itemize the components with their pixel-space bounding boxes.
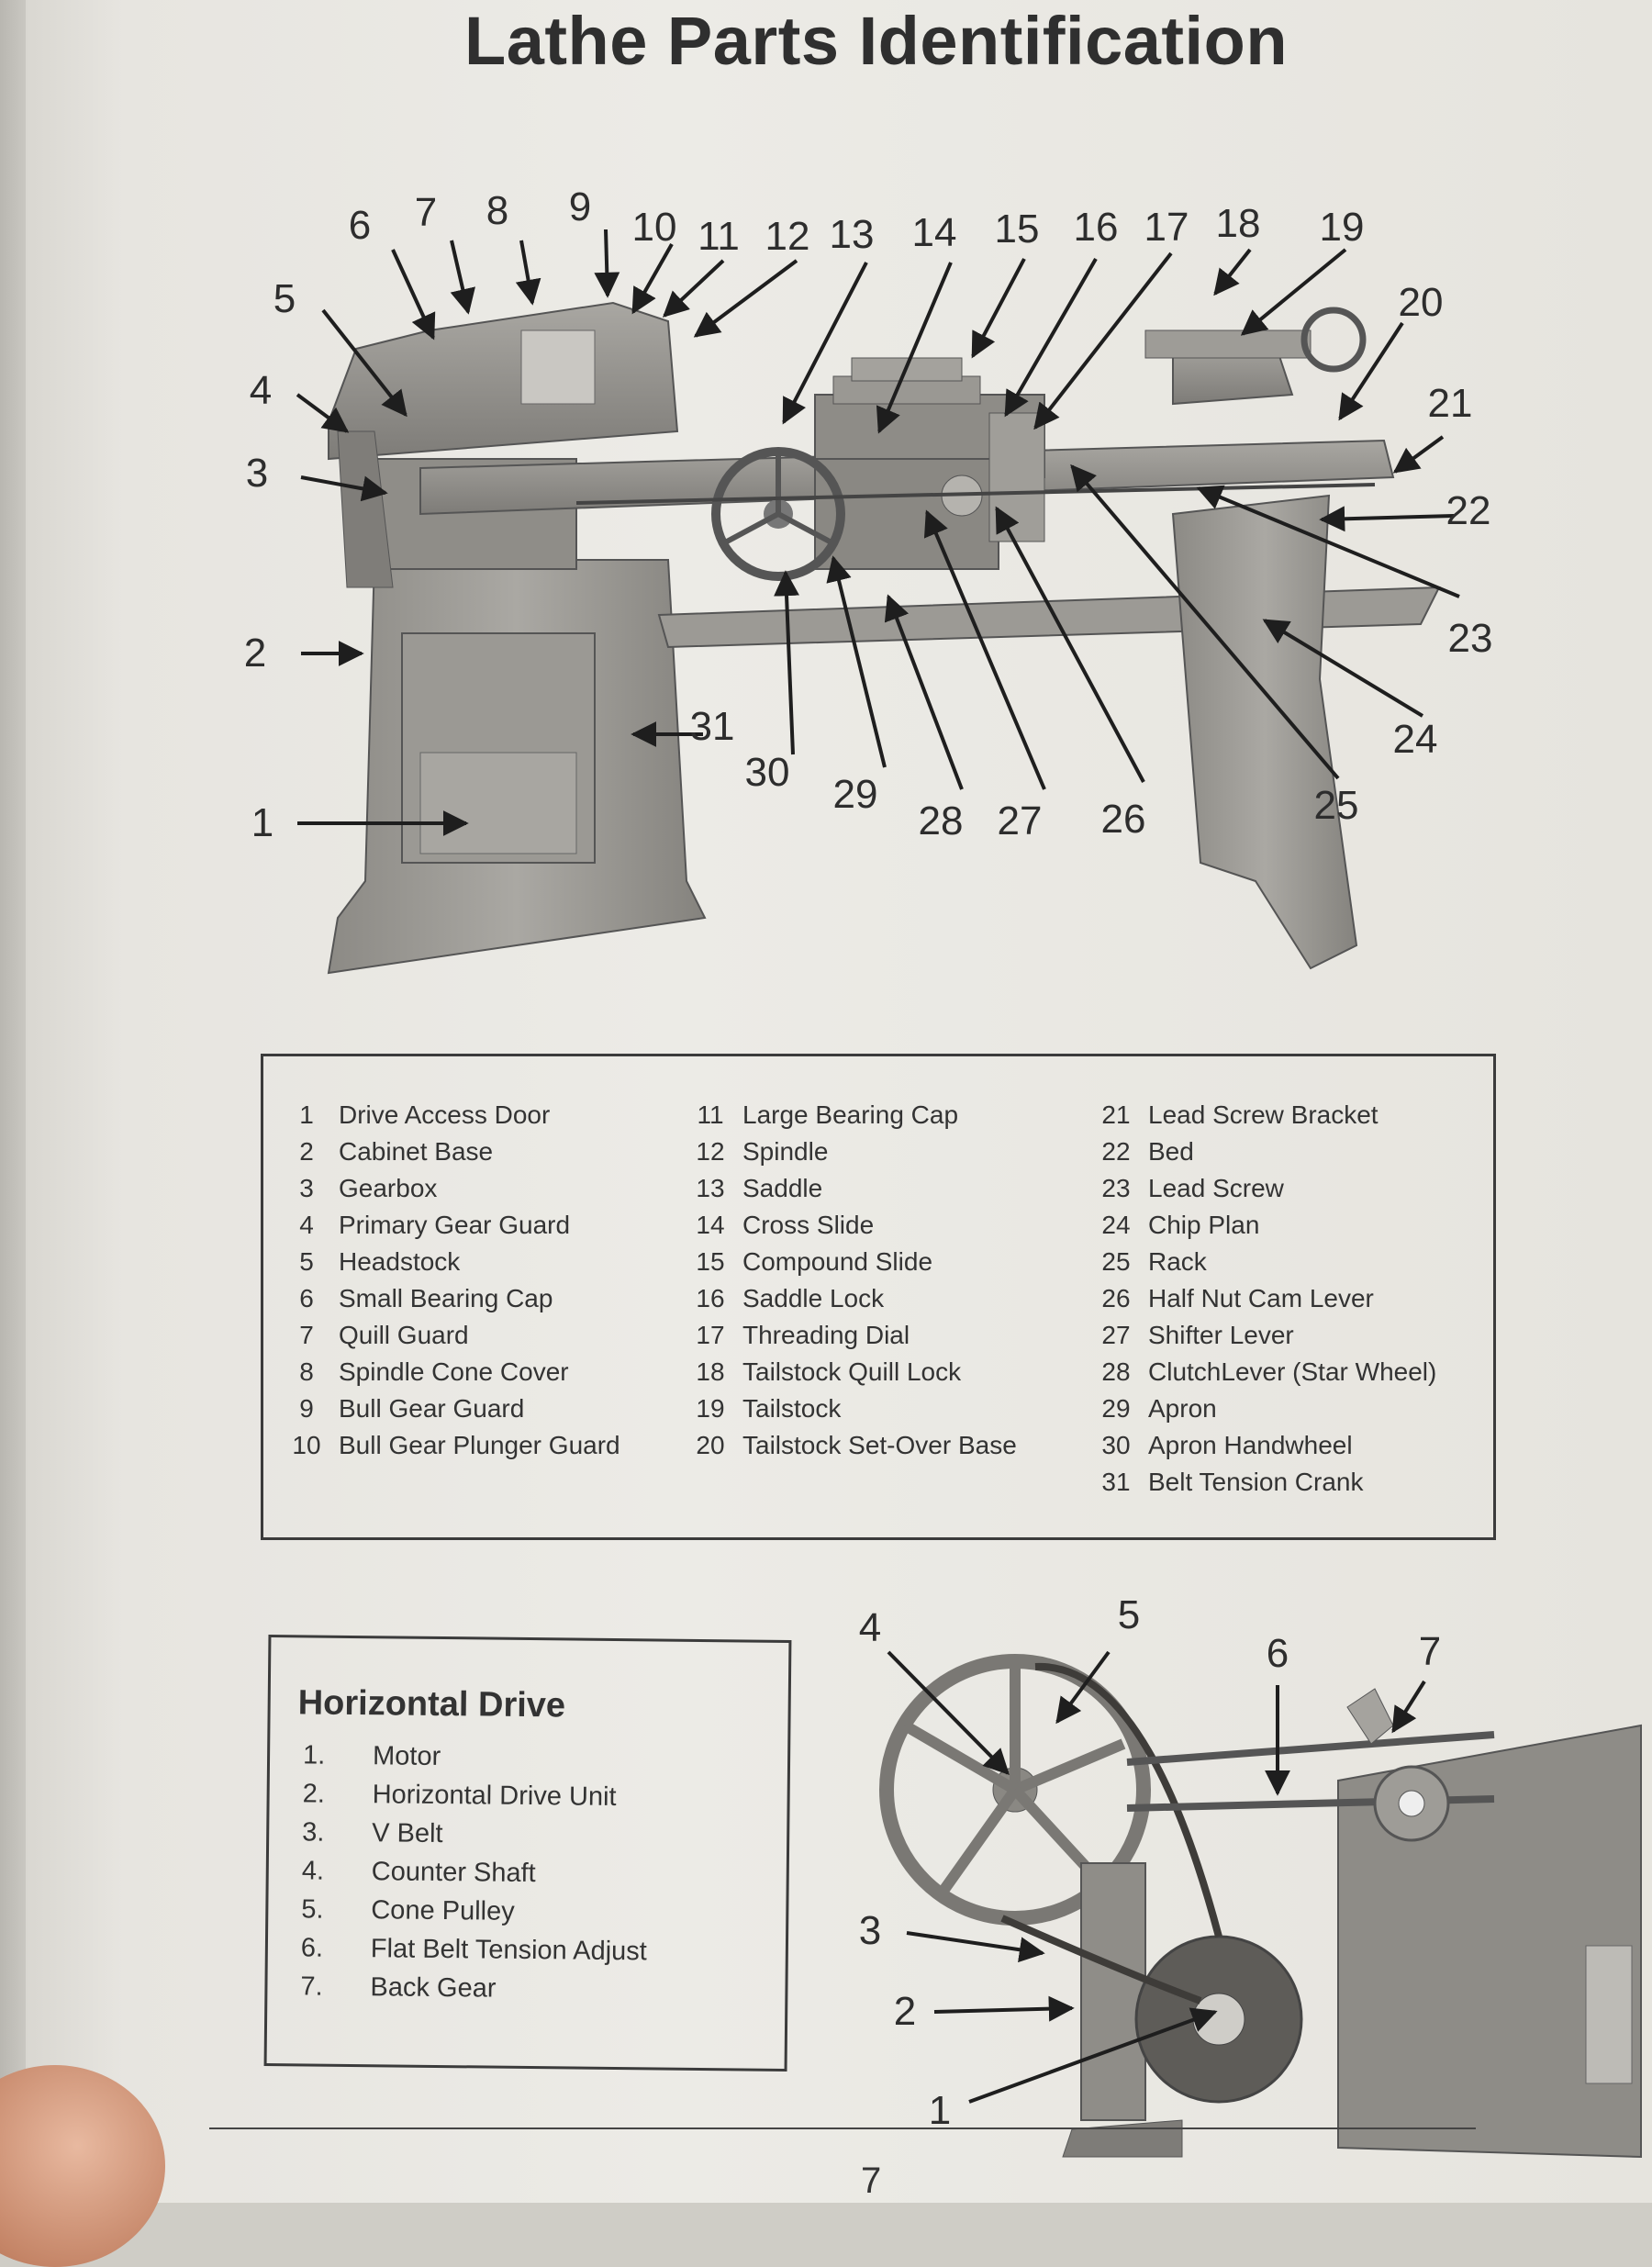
drive-list-item: 5.Cone Pulley bbox=[301, 1894, 515, 1926]
callout-2: 2 bbox=[243, 631, 267, 676]
callout-19: 19 bbox=[1319, 205, 1365, 250]
horizontal-drive-list: 1.Motor 2.Horizontal Drive Unit 3.V Belt… bbox=[300, 1740, 649, 2014]
footer-rule bbox=[209, 2127, 1476, 2129]
drive-list-item: 4.Counter Shaft bbox=[301, 1856, 536, 1889]
tailstock-leg bbox=[1171, 494, 1358, 970]
drive-list-item: 6.Flat Belt Tension Adjust bbox=[300, 1933, 647, 1967]
callout-20: 20 bbox=[1398, 280, 1444, 325]
page-number: 7 bbox=[861, 2161, 882, 2201]
drive-list-item: 7.Back Gear bbox=[300, 1971, 497, 2004]
drive-callout-1: 1 bbox=[928, 2088, 952, 2133]
callout-6: 6 bbox=[348, 203, 372, 248]
callout-9: 9 bbox=[568, 184, 592, 229]
callout-14: 14 bbox=[911, 210, 957, 255]
callout-11: 11 bbox=[698, 214, 740, 259]
callout-18: 18 bbox=[1215, 201, 1261, 246]
callout-8: 8 bbox=[486, 188, 509, 233]
callout-5: 5 bbox=[273, 276, 296, 321]
callout-22: 22 bbox=[1446, 488, 1491, 533]
callout-10: 10 bbox=[631, 205, 677, 250]
drive-list-item: 3.V Belt bbox=[302, 1817, 443, 1849]
callout-21: 21 bbox=[1427, 381, 1473, 426]
callout-28: 28 bbox=[918, 798, 964, 843]
callout-7: 7 bbox=[414, 190, 438, 235]
drive-callout-6: 6 bbox=[1266, 1631, 1289, 1676]
callout-16: 16 bbox=[1073, 205, 1119, 250]
callout-17: 17 bbox=[1144, 205, 1189, 250]
callout-4: 4 bbox=[249, 368, 273, 413]
drive-list-item: 2.Horizontal Drive Unit bbox=[302, 1779, 617, 1813]
callout-24: 24 bbox=[1392, 717, 1438, 762]
drive-callout-5: 5 bbox=[1117, 1592, 1141, 1637]
horizontal-drive-box: Horizontal Drive 1.Motor 2.Horizontal Dr… bbox=[263, 1635, 792, 2072]
lead-screw bbox=[575, 483, 1376, 505]
drive-callout-4: 4 bbox=[858, 1605, 882, 1650]
callout-29: 29 bbox=[832, 772, 878, 817]
horizontal-drive-title: Horizontal Drive bbox=[297, 1683, 566, 1725]
callout-26: 26 bbox=[1100, 797, 1146, 842]
drive-callout-3: 3 bbox=[858, 1908, 882, 1953]
callout-12: 12 bbox=[765, 214, 810, 259]
callout-arrows bbox=[296, 229, 1460, 836]
drive-list-item: 1.Motor bbox=[302, 1740, 441, 1772]
callout-23: 23 bbox=[1447, 616, 1493, 661]
page-title: Lathe Parts Identification bbox=[464, 3, 1289, 79]
callout-27: 27 bbox=[997, 798, 1043, 843]
callout-15: 15 bbox=[994, 207, 1040, 251]
callout-1: 1 bbox=[251, 800, 274, 845]
manual-page: Lathe Parts Identification bbox=[26, 0, 1652, 2203]
callout-31: 31 bbox=[689, 704, 735, 749]
callout-25: 25 bbox=[1313, 783, 1359, 828]
callout-3: 3 bbox=[245, 451, 269, 496]
callout-13: 13 bbox=[829, 212, 875, 257]
callout-30: 30 bbox=[744, 750, 790, 795]
lathe-illustration bbox=[296, 229, 1460, 975]
drive-callout-7: 7 bbox=[1418, 1629, 1442, 1674]
drive-callout-2: 2 bbox=[893, 1989, 917, 2034]
drive-callout-arrows bbox=[887, 1650, 1426, 2104]
